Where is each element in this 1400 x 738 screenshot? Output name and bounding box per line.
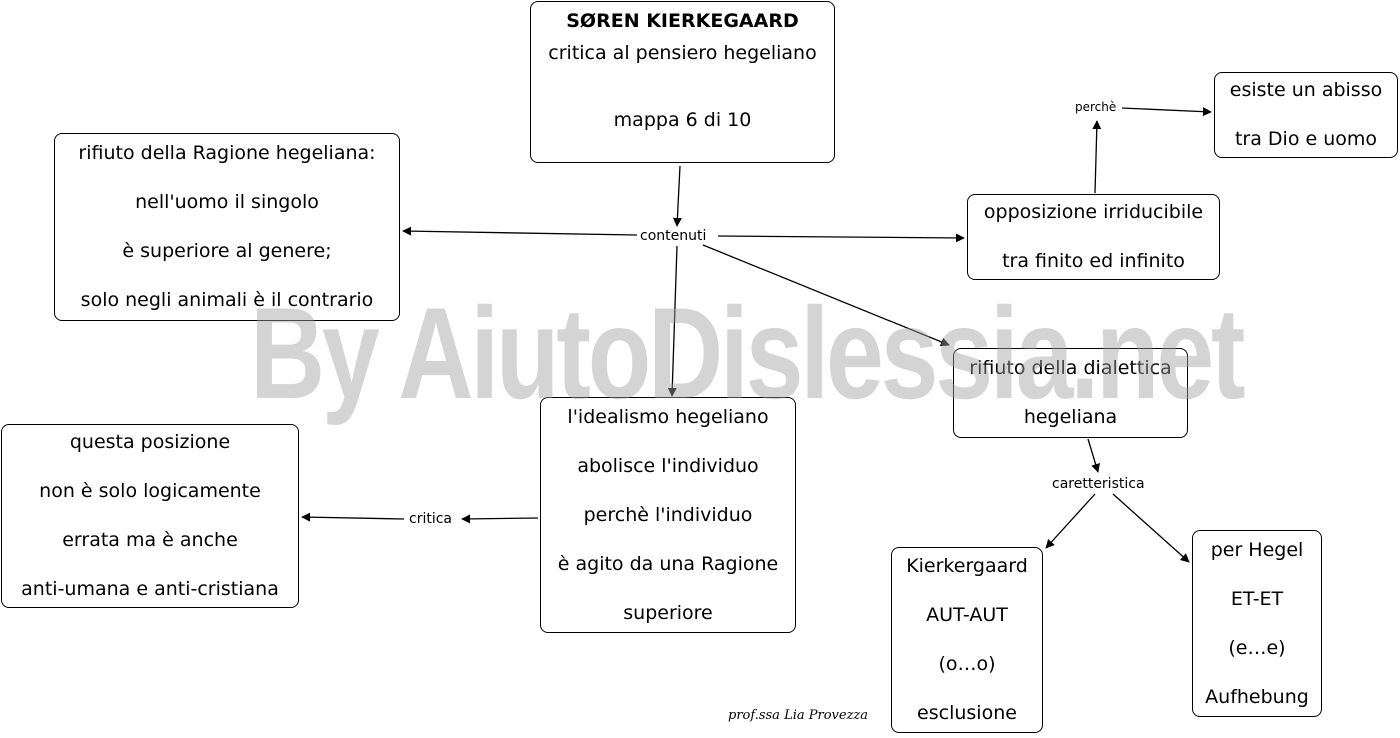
edge-contenuti-to-dialettica — [702, 244, 950, 347]
dialettica-line: rifiuto della dialettica — [969, 357, 1172, 379]
idealismo-line: superiore — [623, 601, 713, 624]
opposizione-line: opposizione irriducibile — [983, 201, 1204, 223]
kierkegaard-line: Kierkergaard — [906, 555, 1028, 577]
opposizione-line: tra finito ed infinito — [1002, 250, 1185, 272]
title-map-number: mappa 6 di 10 — [613, 109, 752, 131]
hegel-line: ET-ET — [1230, 587, 1284, 610]
hegel-line: Aufhebung — [1205, 685, 1309, 708]
hegel-line: per Hegel — [1210, 538, 1304, 561]
edge-idealismo-to-critica — [461, 514, 539, 524]
edge-caretteristica-to-kierkegaard — [1045, 493, 1096, 549]
edge-contenuti-to-ragione — [402, 226, 638, 236]
kierkegaard-line: esclusione — [917, 702, 1017, 724]
posizione-line: non è solo logicamente — [39, 480, 261, 502]
link-label-critica: critica — [407, 511, 454, 527]
hegel-line: (e…e) — [1228, 636, 1286, 659]
link-label-contenuti: contenuti — [638, 228, 709, 244]
kierkegaard-line: (o…o) — [938, 653, 996, 675]
ragione-node: rifiuto della Ragione hegeliana: nell'uo… — [54, 133, 400, 321]
posizione-line: anti-umana e anti-cristiana — [21, 578, 279, 600]
title-heading: SØREN KIERKEGAARD — [566, 10, 799, 32]
edge-perche-to-abisso — [1121, 107, 1212, 117]
posizione-line: errata ma è anche — [62, 529, 238, 551]
abisso-node: esiste un abisso tra Dio e uomo — [1214, 72, 1398, 158]
posizione-node: questa posizione non è solo logicamente … — [1, 424, 299, 608]
ragione-line: è superiore al genere; — [122, 240, 332, 262]
idealismo-line: abolisce l'individuo — [577, 454, 759, 477]
dialettica-node: rifiuto della dialettica hegeliana — [953, 348, 1188, 438]
link-label-caretteristica: caretteristica — [1050, 476, 1147, 492]
ragione-line: solo negli animali è il contrario — [80, 289, 374, 311]
edge-opposizione-to-perche — [1092, 120, 1102, 194]
opposizione-node: opposizione irriducibile tra finito ed i… — [967, 194, 1220, 280]
edge-dialettica-to-caretteristica — [1087, 438, 1100, 473]
edge-critica-to-posizione — [301, 512, 405, 522]
author-signature: prof.ssa Lia Provezza — [728, 708, 869, 723]
edge-title-to-contenuti — [672, 165, 682, 227]
dialettica-line: hegeliana — [1023, 406, 1118, 428]
edge-caretteristica-to-hegel — [1112, 493, 1190, 563]
posizione-line: questa posizione — [69, 431, 231, 453]
idealismo-line: è agito da una Ragione — [557, 552, 779, 575]
link-label-perche: perchè — [1073, 99, 1119, 115]
idealismo-node: l'idealismo hegeliano abolisce l'individ… — [540, 397, 796, 633]
idealismo-line: perchè l'individuo — [583, 503, 753, 526]
abisso-line: esiste un abisso — [1229, 79, 1383, 101]
idealismo-line: l'idealismo hegeliano — [567, 405, 769, 428]
title-node: SØREN KIERKEGAARD critica al pensiero he… — [530, 1, 835, 163]
abisso-line: tra Dio e uomo — [1234, 128, 1378, 150]
ragione-line: nell'uomo il singolo — [135, 191, 319, 213]
hegel-node: per Hegel ET-ET (e…e) Aufhebung — [1192, 530, 1322, 717]
title-subtitle: critica al pensiero hegeliano — [548, 42, 817, 64]
ragione-line: rifiuto della Ragione hegeliana: — [78, 142, 376, 164]
edge-contenuti-to-idealismo — [667, 245, 678, 397]
kierkegaard-node: Kierkergaard AUT-AUT (o…o) esclusione — [891, 547, 1043, 733]
edge-contenuti-to-opposizione — [717, 233, 965, 243]
kierkegaard-line: AUT-AUT — [926, 604, 1008, 626]
